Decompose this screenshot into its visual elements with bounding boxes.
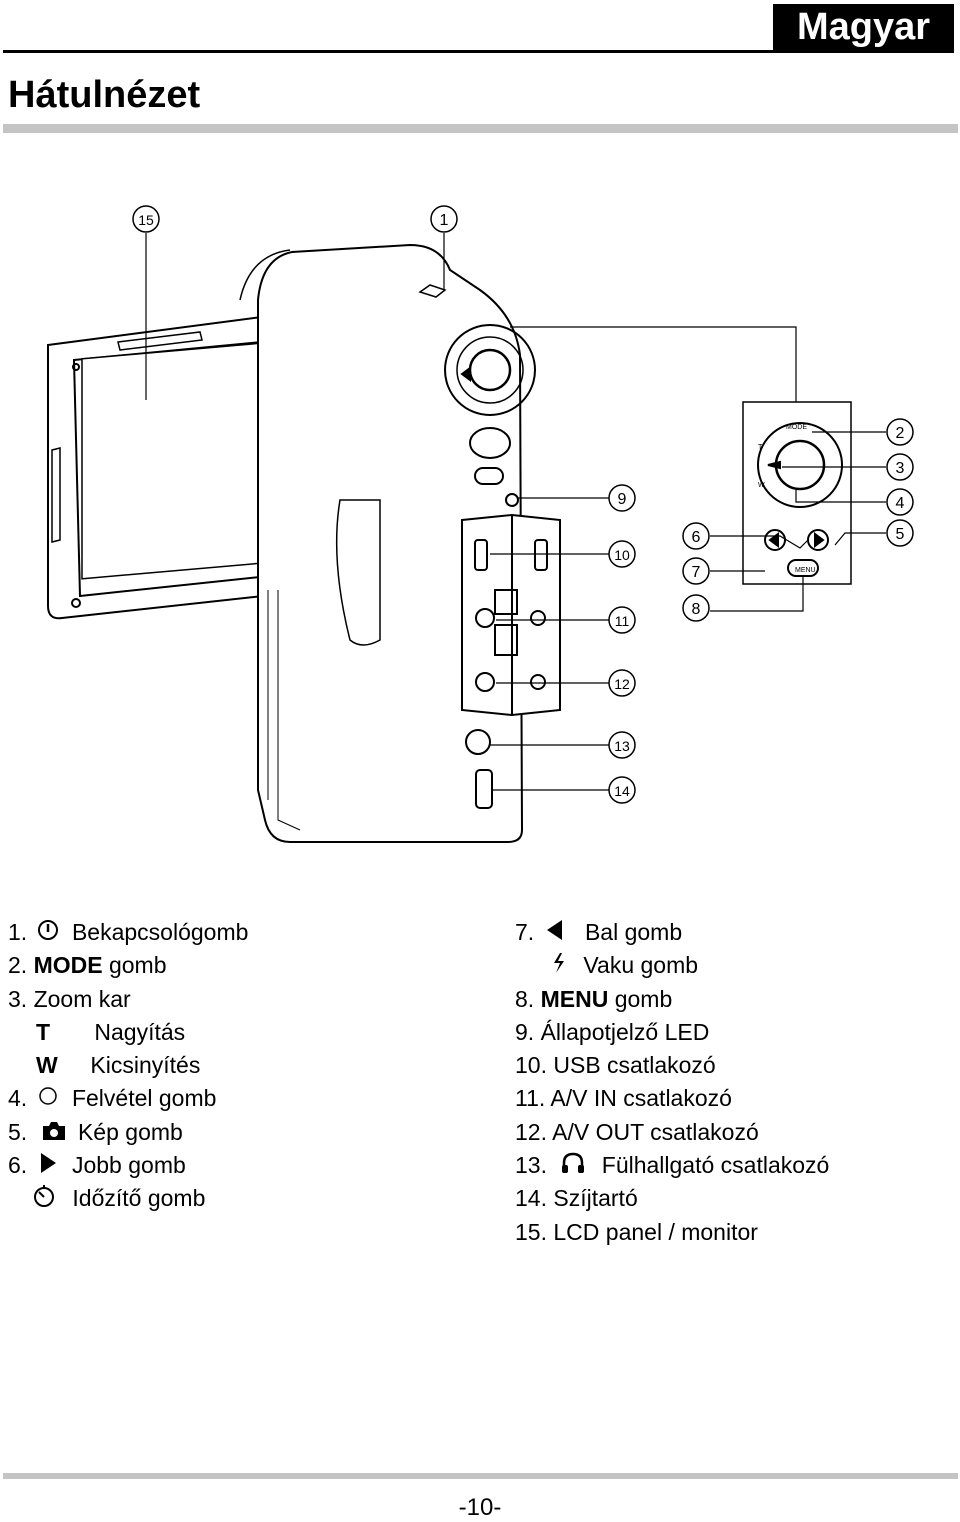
legend-left: 1. Bekapcsológomb 2. MODE gomb 3. Zoom k… [8,916,248,1216]
legend-num: 3. [8,985,28,1012]
legend-item: 10. USB csatlakozó [515,1049,829,1082]
legend-item: T Nagyítás [8,1016,248,1049]
callout-13: 13 [614,738,630,754]
legend-text: Zoom kar [33,985,131,1012]
mode-label: MODE [786,424,807,431]
legend-item: Vaku gomb [515,949,829,982]
legend-item: 9. Állapotjelző LED [515,1016,829,1049]
flash-icon [545,949,573,982]
legend-num: 4. [8,1085,28,1112]
legend-text: Felvétel gomb [71,1085,217,1112]
legend-num: 8. [515,985,535,1012]
legend-num: 12. [515,1118,547,1145]
legend-item: 15. LCD panel / monitor [515,1216,829,1249]
camera-icon [40,1116,68,1149]
legend-text: Szíjtartó [553,1185,638,1212]
legend-item: 3. Zoom kar [8,983,248,1016]
legend-item: 5. Kép gomb [8,1116,248,1149]
callout-3: 3 [896,460,905,477]
legend-text: USB csatlakozó [553,1052,716,1079]
legend-item: 12. A/V OUT csatlakozó [515,1116,829,1149]
legend-text: gomb [102,952,167,979]
legend-key: W [36,1052,58,1079]
legend-text: Vaku gomb [583,952,699,979]
camera-body [239,243,561,843]
camcorder-diagram: MODE MENU T W 1 2 3 4 5 6 7 8 9 10 11 12… [47,205,914,843]
legend-num: 15. [515,1218,547,1245]
legend-item: W Kicsinyítés [8,1049,248,1082]
legend-text: Kicsinyítés [90,1052,201,1079]
legend-item: 11. A/V IN csatlakozó [515,1082,829,1115]
callout-1: 1 [440,212,449,229]
callout-2: 2 [896,425,905,442]
legend-num: 6. [8,1152,28,1179]
right-triangle-icon [34,1149,62,1182]
callout-11: 11 [615,613,630,629]
legend-num: 9. [515,1018,535,1045]
legend-text: Nagyítás [94,1018,186,1045]
wide-label: W [758,482,765,489]
legend-key: T [36,1018,51,1045]
legend-item: 8. MENU gomb [515,983,829,1016]
legend-item: Időzítő gomb [8,1182,248,1215]
page-number: -10- [458,1494,502,1521]
callout-10: 10 [614,547,630,563]
legend-text: Bal gomb [584,919,683,945]
callout-6: 6 [692,529,701,546]
menu-label: MENU [795,567,816,574]
legend-text: A/V OUT csatlakozó [552,1118,759,1145]
callout-15: 15 [138,212,154,228]
legend-text: LCD panel / monitor [553,1218,758,1245]
record-circle-icon [34,1082,62,1115]
legend-item: 6. Jobb gomb [8,1149,248,1182]
language-tab: Magyar [773,4,954,50]
legend-text: Állapotjelző LED [540,1018,710,1045]
callout-8: 8 [692,601,701,618]
callout-14: 14 [614,783,630,799]
legend-text: Fülhallgató csatlakozó [601,1152,830,1179]
title-underline [3,124,958,133]
legend-num: 14. [515,1185,547,1212]
legend-text: gomb [608,985,673,1012]
callout-4: 4 [896,495,905,512]
legend-num: 7. [515,919,535,945]
legend-item: 14. Szíjtartó [515,1182,829,1215]
legend-item: 2. MODE gomb [8,949,248,982]
legend-num: 1. [8,919,28,945]
legend-item: 7. Bal gomb [515,916,829,949]
lcd-panel [47,310,313,620]
legend-item: 13. Fülhallgató csatlakozó [515,1149,829,1182]
header-rule [3,50,954,53]
legend-num: 11. [515,1085,546,1112]
callout-9: 9 [618,491,627,508]
headphone-icon [559,1149,587,1182]
legend-bold: MODE [33,952,103,979]
footer-rule [3,1473,958,1479]
callout-5: 5 [896,526,905,543]
self-timer-icon [30,1182,58,1215]
legend-right: 7. Bal gomb Vaku gomb 8. MENU gomb 9. Ál… [515,916,829,1249]
legend-text: Időzítő gomb [72,1185,206,1212]
power-icon [34,916,62,949]
tele-label: T [758,444,763,451]
legend-num: 5. [8,1118,28,1145]
legend-num: 10. [515,1052,547,1079]
legend-text: Jobb gomb [71,1152,186,1179]
callout-7: 7 [692,564,701,581]
page-title: Hátulnézet [8,74,201,116]
legend-num: 2. [8,952,28,979]
callout-12: 12 [614,676,630,692]
legend-bold: MENU [540,985,609,1012]
legend-text: A/V IN csatlakozó [550,1085,732,1112]
legend-text: Kép gomb [77,1118,183,1145]
legend-item: 1. Bekapcsológomb [8,916,248,949]
legend-item: 4. Felvétel gomb [8,1082,248,1115]
left-triangle-icon [541,916,569,949]
legend-num: 13. [515,1152,547,1179]
legend-text: Bekapcsológomb [71,919,249,945]
